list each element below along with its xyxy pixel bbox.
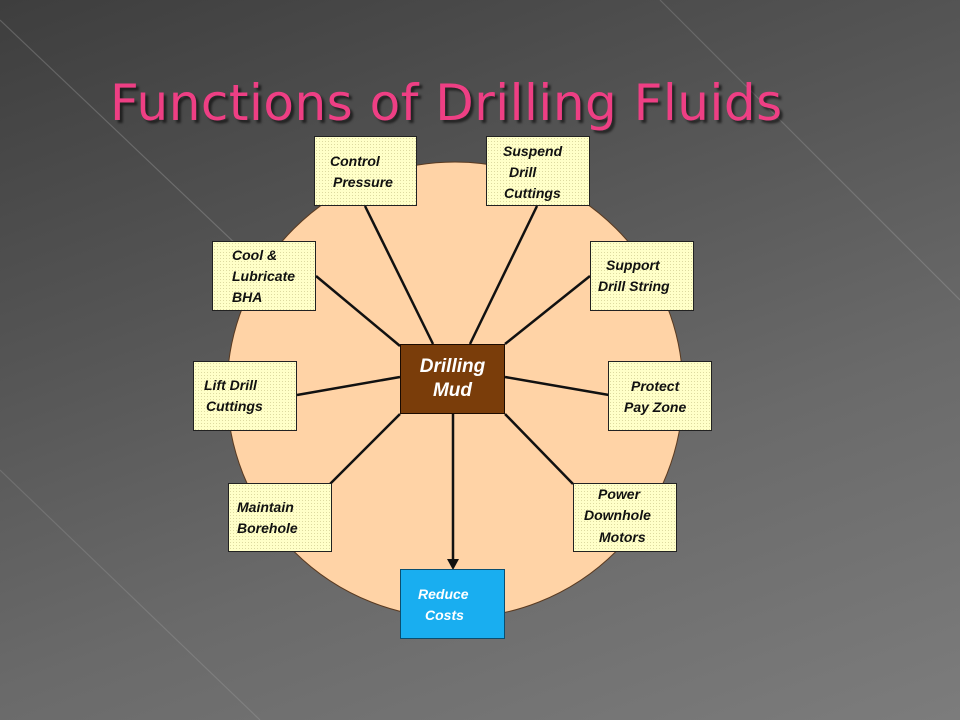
node-label-line: Cool &	[232, 247, 278, 263]
connector-support-drill-string	[504, 275, 591, 345]
center-label-line: Mud	[432, 380, 473, 401]
node-label-line: Motors	[599, 529, 646, 545]
center-label-line: Drilling	[419, 356, 486, 377]
arrowhead-reduce-costs	[447, 559, 459, 570]
node-label-line: Control	[330, 153, 380, 169]
node-label-line: Reduce	[418, 586, 469, 602]
node-label-line: Cuttings	[504, 185, 561, 201]
connector-maintain-borehole	[329, 413, 401, 485]
node-label-line: Downhole	[584, 507, 651, 523]
connector-power-downhole-motors	[504, 413, 574, 485]
node-label-line: Protect	[631, 378, 680, 394]
node-suspend-drill-cuttings: Suspend Drill Cuttings	[486, 136, 590, 206]
connector-suspend-drill-cuttings	[468, 205, 539, 345]
connector-lift-drill-cuttings	[296, 375, 401, 397]
node-label-line: Support	[606, 257, 660, 273]
node-label-line: Drill String	[598, 278, 670, 294]
node-label-line: Costs	[425, 607, 464, 623]
node-label-line: Maintain	[237, 499, 294, 515]
node-lift-drill-cuttings: Lift Drill Cuttings	[193, 361, 297, 431]
node-label-line: Cuttings	[206, 398, 263, 414]
slide-title: Functions of Drilling Fluids	[110, 74, 783, 132]
node-label-line: Lubricate	[232, 268, 296, 284]
node-label-line: Lift Drill	[204, 377, 257, 393]
node-protect-pay-zone: Protect Pay Zone	[608, 361, 712, 431]
node-maintain-borehole: Maintain Borehole	[228, 483, 332, 552]
node-label-line: Pay Zone	[624, 399, 687, 415]
node-label-line: Suspend	[503, 143, 563, 159]
node-label-line: Power	[598, 486, 641, 502]
center-node-drilling-mud: Drilling Mud	[400, 344, 505, 414]
node-cool-lubricate-bha: Cool & Lubricate BHA	[212, 241, 316, 311]
node-label-line: Borehole	[237, 520, 298, 536]
node-label-line: BHA	[232, 289, 263, 305]
node-label-line: Drill	[509, 164, 537, 180]
node-label-line: Pressure	[333, 174, 393, 190]
connector-protect-pay-zone	[504, 375, 610, 397]
connector-cool-lubricate	[315, 275, 401, 347]
connector-control-pressure	[363, 205, 435, 345]
node-power-downhole-motors: Power Downhole Motors	[573, 483, 677, 552]
node-control-pressure: Control Pressure	[314, 136, 417, 206]
node-support-drill-string: Support Drill String	[590, 241, 694, 311]
node-reduce-costs: Reduce Costs	[400, 569, 505, 639]
